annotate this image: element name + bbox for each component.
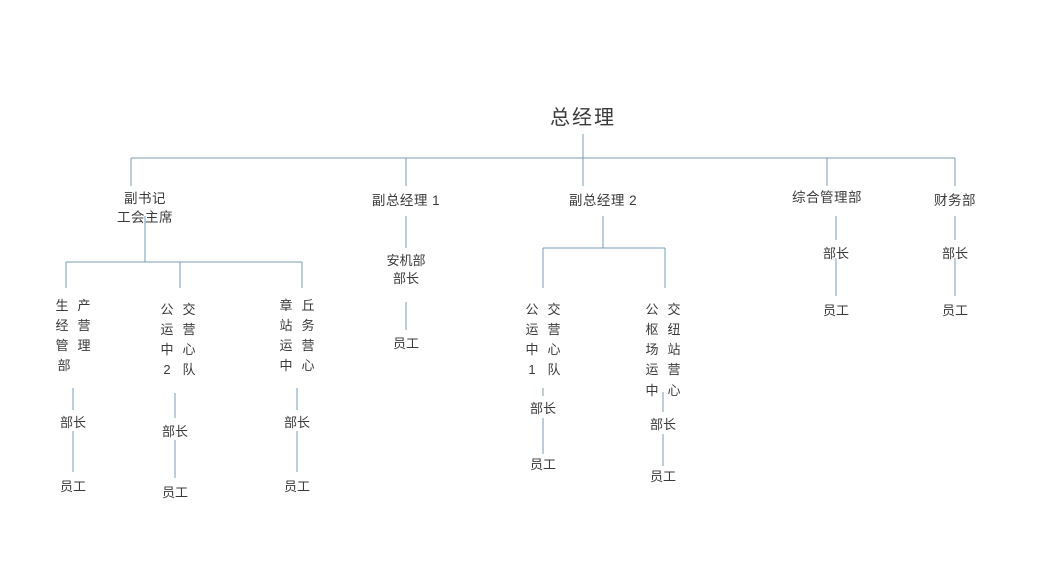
glyph: 营 [667, 362, 681, 378]
glyph: 理 [77, 338, 91, 354]
glyph: 部 [57, 358, 71, 374]
glyph: 中 [645, 382, 659, 398]
node-bus-hub-station-operation-center[interactable]: 公交 枢纽 场站 运营 中心 [645, 300, 680, 401]
director-label: 部长 [529, 401, 557, 416]
glyph: 营 [547, 322, 561, 338]
staff-production-operation[interactable]: 员工 [60, 478, 86, 496]
glyph: 经 [55, 318, 69, 334]
node-zhangqiu-station-operation-center[interactable]: 章丘 站务 运营 中心 [279, 296, 314, 377]
node-general-admin-dept[interactable]: 综合管理部 [792, 189, 862, 208]
staff-general-admin[interactable]: 员工 [823, 302, 849, 320]
glyph: 队 [182, 362, 196, 378]
staff-label: 员工 [941, 303, 969, 318]
node-safety-machinery-dept[interactable]: 安机部 部长 [386, 252, 425, 288]
director-label: 部长 [283, 415, 311, 430]
director-bus-team2[interactable]: 部长 [162, 423, 188, 441]
director-label: 部长 [59, 415, 87, 430]
director-bus-team1[interactable]: 部长 [530, 400, 556, 418]
glyph: 章 [279, 298, 293, 313]
staff-label: 员工 [529, 457, 557, 472]
staff-label: 员工 [161, 485, 189, 500]
glyph: 产 [77, 298, 91, 313]
safety-machinery-dept-director: 部长 [392, 270, 420, 286]
staff-safety-machinery[interactable]: 员工 [393, 335, 419, 353]
general-admin-dept-label: 综合管理部 [792, 190, 862, 205]
glyph: 营 [301, 338, 315, 354]
staff-label: 员工 [649, 469, 677, 484]
glyph: 场 [645, 342, 659, 358]
glyph: 运 [279, 338, 293, 354]
node-root-general-manager[interactable]: 总经理 [550, 105, 616, 133]
director-production-operation[interactable]: 部长 [60, 414, 86, 432]
glyph: 中 [525, 342, 539, 358]
glyph: 运 [645, 362, 659, 378]
glyph: 交 [182, 302, 196, 317]
staff-label: 员工 [283, 479, 311, 494]
director-label: 部长 [941, 246, 969, 261]
director-general-admin[interactable]: 部长 [823, 245, 849, 263]
glyph: 运 [160, 322, 174, 338]
glyph: 运 [525, 322, 539, 338]
root-label: 总经理 [550, 107, 616, 129]
glyph: 纽 [667, 322, 681, 338]
deputy-secretary-line-2: 工会主席 [117, 209, 173, 225]
staff-zhangqiu-station[interactable]: 员工 [284, 478, 310, 496]
glyph: 心 [667, 382, 681, 398]
glyph: 交 [667, 302, 681, 317]
node-deputy-secretary[interactable]: 副书记 工会主席 [117, 190, 173, 227]
deputy-gm-2-label: 副总经理 2 [568, 193, 638, 208]
glyph: 站 [667, 342, 681, 358]
glyph: 心 [301, 358, 315, 374]
glyph: 公 [160, 302, 174, 317]
glyph: 交 [547, 302, 561, 317]
director-label: 部长 [161, 424, 189, 439]
director-zhangqiu-station[interactable]: 部长 [284, 414, 310, 432]
director-label: 部长 [649, 417, 677, 432]
glyph: 公 [525, 302, 539, 317]
glyph: 1 [528, 362, 536, 378]
glyph: 务 [301, 318, 315, 334]
deputy-gm-1-label: 副总经理 1 [371, 193, 441, 208]
glyph: 心 [547, 342, 561, 358]
staff-bus-team2[interactable]: 员工 [162, 484, 188, 502]
glyph: 中 [279, 358, 293, 374]
glyph: 中 [160, 342, 174, 358]
glyph: 管 [55, 338, 69, 354]
finance-dept-label: 财务部 [934, 193, 976, 208]
staff-finance[interactable]: 员工 [942, 302, 968, 320]
staff-label: 员工 [392, 336, 420, 351]
glyph: 生 [55, 298, 69, 313]
glyph: 枢 [645, 322, 659, 338]
safety-machinery-dept-label: 安机部 [386, 253, 426, 268]
node-production-operation-management-dept[interactable]: 生产 经营 管理 部 [55, 296, 90, 377]
staff-bus-team1[interactable]: 员工 [530, 456, 556, 474]
staff-bus-hub[interactable]: 员工 [650, 468, 676, 486]
glyph: 公 [645, 302, 659, 317]
node-deputy-gm-1[interactable]: 副总经理 1 [372, 192, 440, 211]
node-deputy-gm-2[interactable]: 副总经理 2 [569, 192, 637, 211]
glyph: 站 [279, 318, 293, 334]
node-finance-dept[interactable]: 财务部 [934, 192, 976, 211]
glyph: 队 [547, 362, 561, 378]
glyph: 丘 [301, 298, 315, 313]
staff-label: 员工 [822, 303, 850, 318]
glyph: 营 [182, 322, 196, 338]
director-bus-hub[interactable]: 部长 [650, 416, 676, 434]
director-label: 部长 [822, 246, 850, 261]
glyph: 营 [77, 318, 91, 334]
director-finance[interactable]: 部长 [942, 245, 968, 263]
deputy-secretary-line-1: 副书记 [124, 191, 166, 206]
glyph: 2 [163, 362, 171, 378]
glyph: 心 [182, 342, 196, 358]
staff-label: 员工 [59, 479, 87, 494]
